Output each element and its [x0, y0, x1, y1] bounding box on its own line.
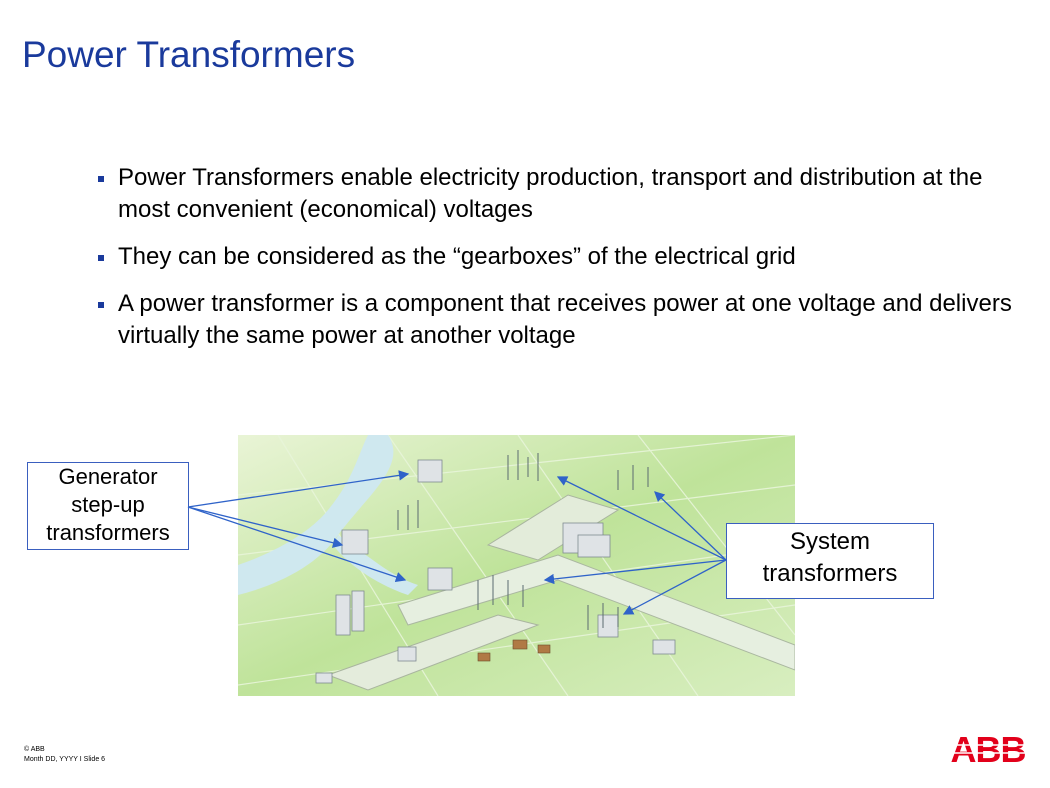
- bullet-text: They can be considered as the “gearboxes…: [118, 243, 796, 270]
- bullet-item: Power Transformers enable electricity pr…: [96, 162, 1016, 226]
- logo-text: ABB: [951, 733, 1026, 765]
- callout-text: step-up: [71, 492, 145, 517]
- bullet-list: Power Transformers enable electricity pr…: [96, 162, 1016, 367]
- callout-text: transformers: [46, 520, 170, 545]
- bullet-marker-icon: [98, 302, 104, 308]
- generator-step-up-transformers-callout: Generator step-up transformers: [27, 462, 189, 550]
- callout-text: Generator: [58, 464, 158, 489]
- power-grid-illustration: [238, 435, 795, 696]
- bullet-text: A power transformer is a component that …: [118, 290, 1012, 349]
- slide-footer: © ABB Month DD, YYYY I Slide 6: [24, 745, 105, 765]
- bullet-item: They can be considered as the “gearboxes…: [96, 241, 1016, 273]
- slide-title: Power Transformers: [22, 34, 356, 75]
- copyright-text: © ABB: [24, 746, 45, 753]
- callout-text: System: [789, 528, 870, 555]
- bullet-text: Power Transformers enable electricity pr…: [118, 164, 983, 223]
- bullet-item: A power transformer is a component that …: [96, 288, 1016, 352]
- abb-logo: ABB: [950, 733, 1026, 765]
- bullet-marker-icon: [98, 176, 104, 182]
- bullet-marker-icon: [98, 255, 104, 261]
- slide-info-text: Month DD, YYYY I Slide 6: [24, 756, 106, 763]
- system-transformers-callout: System transformers: [726, 523, 934, 599]
- callout-text: transformers: [762, 560, 898, 587]
